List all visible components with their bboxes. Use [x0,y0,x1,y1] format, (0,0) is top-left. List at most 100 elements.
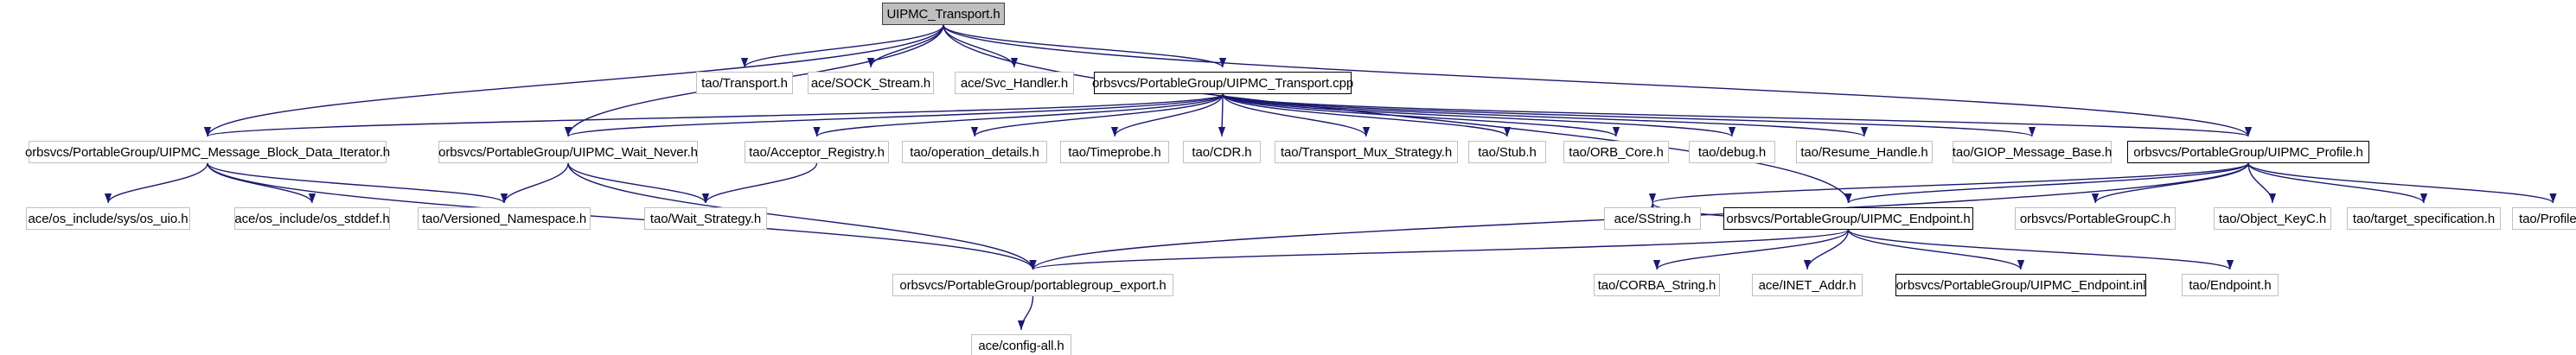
graph-node[interactable]: tao/CORBA_String.h [1594,274,1720,296]
graph-node[interactable]: tao/Resume_Handle.h [1796,141,1933,163]
graph-node[interactable]: tao/Acceptor_Registry.h [745,141,889,163]
graph-node-label: ace/os_include/sys/os_uio.h [28,211,189,226]
graph-node-label: tao/Timeprobe.h [1068,144,1161,160]
graph-edge [1029,229,1850,270]
graph-edge [1222,93,1735,137]
graph-edge [1222,93,2252,137]
graph-node[interactable]: tao/Transport_Mux_Strategy.h [1275,141,1458,163]
graph-edge [1649,162,2249,204]
graph-edge [1222,93,1371,137]
graph-edge [813,93,1224,137]
graph-node-label: ace/INET_Addr.h [1758,277,1857,293]
graph-edge [567,162,1037,270]
graph-edge [1017,295,1034,331]
graph-node-label: tao/Transport.h [701,75,788,91]
graph-node[interactable]: orbsvcs/PortableGroup/UIPMC_Wait_Never.h [438,141,698,163]
graph-edge [2091,162,2249,204]
graph-node[interactable]: tao/Transport.h [696,72,793,94]
graph-edge [1222,93,1868,137]
graph-node[interactable]: tao/Profile.h [2512,207,2576,230]
graph-node-label: UIPMC_Transport.h [886,6,1000,22]
graph-node-label: orbsvcs/PortableGroup/UIPMC_Endpoint.inl [1895,277,2146,293]
graph-node-label: tao/GIOP_Message_Base.h [1952,144,2113,160]
graph-node-label: tao/Profile.h [2519,211,2576,226]
graph-edge [207,162,508,204]
graph-edge [701,162,818,204]
graph-edge [1847,229,2234,270]
graph-node[interactable]: tao/ORB_Core.h [1563,141,1669,163]
graph-node-label: orbsvcs/PortableGroup/portablegroup_expo… [899,277,1167,293]
graph-node-label: ace/Svc_Handler.h [960,75,1069,91]
graph-node-label: ace/config-all.h [978,338,1064,353]
graph-edge [1844,162,2249,204]
graph-node[interactable]: ace/os_include/sys/os_uio.h [26,207,190,230]
graph-edge [2247,162,2277,204]
graph-edge [1652,229,1850,270]
graph-node-label: tao/CDR.h [1192,144,1252,160]
graph-node-label: orbsvcs/PortableGroup/UIPMC_Wait_Never.h [438,144,698,160]
graph-node-label: tao/Wait_Strategy.h [649,211,762,226]
graph-edge [943,24,1227,68]
graph-node-label: tao/target_specification.h [2352,211,2496,226]
graph-edge [565,93,1224,137]
graph-node[interactable]: ace/config-all.h [971,334,1071,355]
graph-edge [1803,229,1850,270]
graph-node[interactable]: tao/Versioned_Namespace.h [418,207,591,230]
graph-node-label: tao/ORB_Core.h [1569,144,1664,160]
graph-edge [1847,229,2025,270]
graph-edge [943,24,1852,204]
graph-edge [1222,93,1620,137]
graph-node-label: orbsvcs/PortableGroup/UIPMC_Profile.h [2133,144,2363,160]
graph-node[interactable]: orbsvcs/PortableGroup/UIPMC_Transport.cp… [1092,72,1353,94]
graph-node[interactable]: ace/SOCK_Stream.h [808,72,934,94]
graph-node[interactable]: orbsvcs/PortableGroup/UIPMC_Profile.h [2127,141,2369,163]
graph-node[interactable]: orbsvcs/PortableGroup/portablegroup_expo… [892,274,1173,296]
graph-edge [500,162,569,204]
graph-node[interactable]: ace/INET_Addr.h [1752,274,1863,296]
graph-node[interactable]: ace/SString.h [1604,207,1701,230]
graph-node-label: ace/os_include/os_stddef.h [234,211,390,226]
graph-node-label: orbsvcs/PortableGroup/UIPMC_Endpoint.h [1726,211,1971,226]
graph-node-label: orbsvcs/PortableGroup/UIPMC_Message_Bloc… [25,144,391,160]
graph-node-label: tao/debug.h [1697,144,1767,160]
graph-node[interactable]: tao/Stub.h [1468,141,1546,163]
graph-node[interactable]: tao/Endpoint.h [2182,274,2279,296]
graph-node-label: ace/SString.h [1614,211,1691,226]
graph-edge [866,24,944,68]
graph-node-label: tao/Endpoint.h [2189,277,2272,293]
graph-edge [567,162,710,204]
graph-edge [970,93,1224,137]
graph-edge [1110,93,1224,137]
graph-node[interactable]: tao/Timeprobe.h [1060,141,1169,163]
graph-node-label: tao/Transport_Mux_Strategy.h [1280,144,1453,160]
graph-node[interactable]: tao/Wait_Strategy.h [644,207,767,230]
graph-node-label: tao/Stub.h [1478,144,1537,160]
graph-node[interactable]: orbsvcs/PortableGroup/UIPMC_Endpoint.inl [1895,274,2146,296]
graph-edge [943,24,1019,68]
graph-node[interactable]: tao/target_specification.h [2347,207,2501,230]
graph-node[interactable]: UIPMC_Transport.h [882,3,1005,25]
graph-edge [1218,93,1226,137]
graph-node-label: tao/Versioned_Namespace.h [421,211,587,226]
graph-node[interactable]: orbsvcs/PortableGroupC.h [2015,207,2176,230]
graph-node[interactable]: ace/os_include/os_stddef.h [234,207,390,230]
graph-node[interactable]: tao/debug.h [1689,141,1775,163]
graph-edge [740,24,944,68]
graph-node-label: ace/SOCK_Stream.h [810,75,931,91]
graph-node[interactable]: ace/Svc_Handler.h [955,72,1074,94]
graph-node-label: tao/CORBA_String.h [1597,277,1716,293]
graph-node[interactable]: orbsvcs/PortableGroup/UIPMC_Message_Bloc… [25,141,390,163]
graph-edge [104,162,208,204]
graph-node[interactable]: tao/CDR.h [1183,141,1261,163]
graph-node[interactable]: tao/GIOP_Message_Base.h [1953,141,2112,163]
graph-node[interactable]: tao/Object_KeyC.h [2214,207,2331,230]
graph-node[interactable]: orbsvcs/PortableGroup/UIPMC_Endpoint.h [1723,207,1973,230]
graph-edge [204,93,1224,137]
graph-edge [1222,93,1512,137]
graph-edge [2247,162,2557,204]
graph-node[interactable]: tao/operation_details.h [902,141,1047,163]
graph-node-label: tao/operation_details.h [910,144,1039,160]
graph-node-label: orbsvcs/PortableGroupC.h [2019,211,2171,226]
